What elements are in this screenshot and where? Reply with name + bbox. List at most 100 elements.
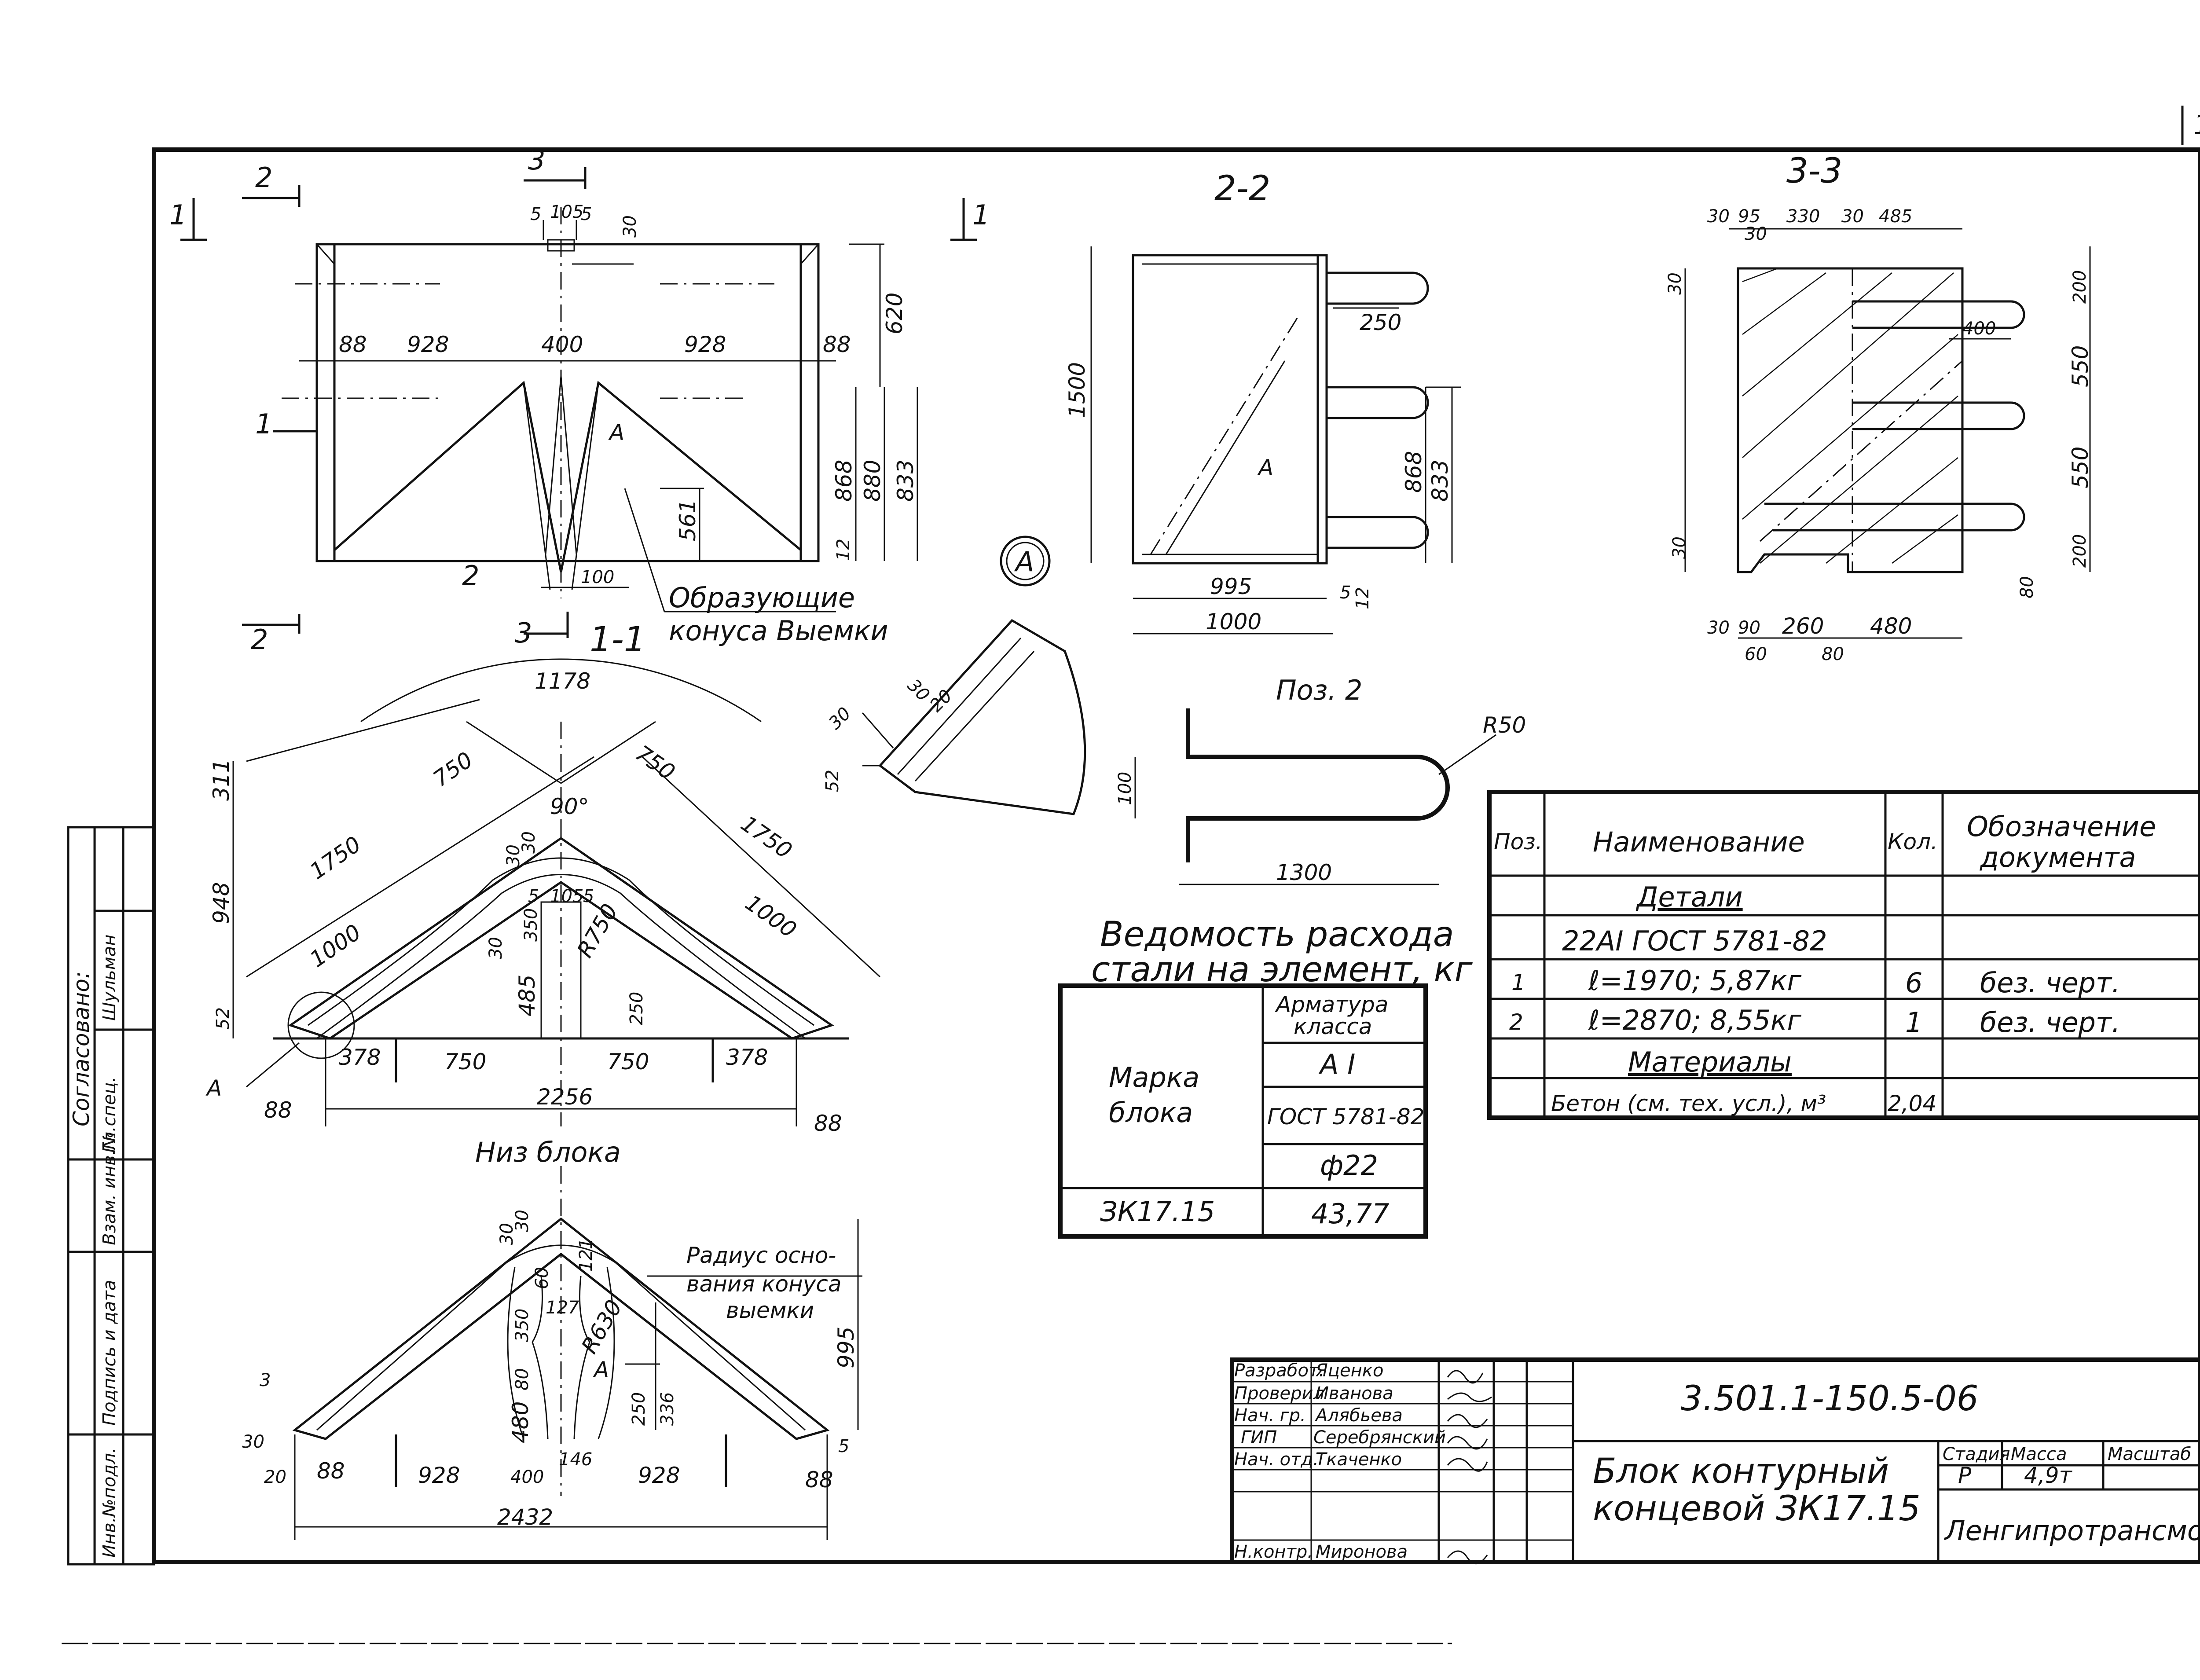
s33-480: 480: [1870, 613, 1912, 639]
s22-12: 12: [1353, 587, 1373, 609]
steel-table: Ведомость расхода стали на элемент, кг М…: [1058, 915, 1473, 1239]
s33-200-bot: 200: [2070, 534, 2090, 568]
dim-620: 620: [882, 293, 907, 334]
s33-80: 80: [2017, 576, 2037, 598]
steel-title-1: Ведомость расхода: [1100, 915, 1454, 954]
dim-833: 833: [893, 460, 918, 502]
mark-header-2: блока: [1109, 1097, 1193, 1129]
b-350: 350: [512, 1309, 532, 1342]
s33-30d: 30: [1665, 272, 1685, 295]
s11-311: 311: [209, 759, 234, 801]
cut-2-bottom: 2: [251, 624, 268, 656]
side-stamp: Согласовано: Гл.спец. Шульман Инв.№подл.…: [67, 826, 155, 1566]
bottom-view-title: Низ блока: [475, 1136, 621, 1168]
bottom-a-mark: А: [593, 1357, 609, 1383]
s22-868: 868: [1401, 451, 1426, 493]
s11-750-br: 750: [607, 1049, 649, 1075]
s33-550-b: 550: [2068, 447, 2093, 488]
stage-value: Р: [1958, 1463, 1972, 1488]
spec-concrete-qty: 2,04: [1888, 1091, 1936, 1116]
s11-750-bl: 750: [444, 1049, 486, 1075]
spec-row1-qty: 6: [1905, 967, 1922, 999]
s11-30b: 30: [519, 831, 539, 854]
b-88-left: 88: [317, 1458, 345, 1484]
dim-12: 12: [833, 539, 854, 561]
b-400: 400: [510, 1467, 544, 1487]
cut-1-mid: 1: [255, 408, 272, 440]
s22-250: 250: [1360, 310, 1401, 335]
s11-250: 250: [627, 992, 647, 1025]
name-3: Алябьева: [1314, 1405, 1403, 1426]
b-146: 146: [559, 1449, 592, 1470]
signature-3: [1447, 1414, 1488, 1428]
armature-diameter: ф22: [1320, 1149, 1378, 1181]
b-995: 995: [833, 1327, 859, 1368]
section-1-1: 1-1 1178 311 948 52 750 750 1750 1750 10…: [205, 620, 881, 1136]
detail-30a: 30: [825, 704, 855, 734]
spec-qty-header: Кол.: [1888, 829, 1938, 855]
s11-485: 485: [514, 975, 540, 1016]
role-2: Проверил: [1234, 1383, 1324, 1404]
cone-generators-note-2: конуса Выемки: [669, 615, 888, 647]
dim-105: 105: [550, 202, 583, 222]
stage-label: Стадия: [1943, 1444, 2010, 1464]
s11-a-mark: А: [205, 1075, 222, 1101]
cone-radius-note-2: вания конуса: [686, 1271, 841, 1297]
spec-name-header: Наименование: [1593, 826, 1805, 858]
b-30b: 30: [512, 1210, 532, 1232]
s11-750-right: 750: [631, 740, 679, 785]
cut-1-right: 1: [972, 199, 990, 231]
spec-doc-header-1: Обозначение: [1967, 811, 2156, 843]
section-3-3-title: 3-3: [1786, 151, 1842, 191]
s11-1178: 1178: [535, 668, 590, 694]
cut-2-top: 2: [255, 161, 272, 194]
spec-details: Детали: [1635, 881, 1743, 913]
role-4: ГИП: [1241, 1427, 1277, 1448]
scale-label: Масштаб: [2108, 1444, 2191, 1464]
s11-350: 350: [521, 908, 541, 942]
row-mark: ЗК17.15: [1100, 1196, 1215, 1228]
sign-date-label: Подпись и дата: [99, 1280, 120, 1426]
spec-row1-pos: 1: [1511, 970, 1525, 995]
signature-5: [1447, 1458, 1488, 1472]
role-5: Нач. отд.: [1234, 1449, 1319, 1470]
b-60: 60: [532, 1267, 552, 1289]
s11-52: 52: [213, 1007, 233, 1030]
s11-88-left: 88: [264, 1097, 292, 1123]
s33-95: 95: [1738, 206, 1760, 227]
plan-view: 1 2 3 1 2 3 1 2 А 5 105 5 30 88 928 400 …: [169, 144, 990, 656]
detail-a-label: А: [1014, 546, 1034, 578]
s33-30a: 30: [1707, 206, 1730, 227]
spec-materials: Материалы: [1628, 1046, 1792, 1078]
b-30a: 30: [497, 1223, 517, 1245]
b-30c: 30: [242, 1432, 264, 1452]
name-2: Иванова: [1316, 1383, 1393, 1404]
cone-radius-note-3: выемки: [726, 1298, 814, 1323]
dim-868: 868: [831, 460, 857, 502]
b-88-right: 88: [805, 1467, 833, 1493]
spec-steel-line: 22АI ГОСТ 5781-82: [1562, 925, 1827, 957]
b-250: 250: [629, 1392, 649, 1426]
section-2-2: 2-2 А 1500 250 868 833 995 1000 5 12: [1064, 169, 1461, 635]
spec-table: Поз. Наименование Кол. Обозначение докум…: [1487, 790, 2200, 1120]
cone-radius-note-1: Радиус осно-: [686, 1243, 836, 1268]
spec-pos-header: Поз.: [1494, 829, 1543, 855]
s22-833: 833: [1427, 460, 1453, 502]
block-title-1: Блок контурный: [1593, 1452, 1889, 1491]
b-127: 127: [546, 1298, 579, 1318]
role-3: Нач. гр.: [1234, 1405, 1306, 1426]
b-336: 336: [657, 1392, 678, 1426]
armature-header-2: класса: [1294, 1014, 1372, 1039]
s33-550-a: 550: [2068, 345, 2093, 387]
s33-485: 485: [1879, 206, 1912, 227]
b-928-right: 928: [638, 1463, 680, 1488]
mark-header-1: Марка: [1109, 1061, 1199, 1093]
signature-2: [1447, 1392, 1492, 1402]
b-20: 20: [264, 1467, 286, 1487]
name-7: Миронова: [1316, 1542, 1408, 1562]
s11-30a: 30: [503, 844, 524, 867]
b-5: 5: [838, 1436, 849, 1456]
chief-specialist-name: Шульман: [99, 935, 120, 1021]
signature-7: [1447, 1550, 1488, 1565]
b-r630: R630: [576, 1295, 627, 1358]
